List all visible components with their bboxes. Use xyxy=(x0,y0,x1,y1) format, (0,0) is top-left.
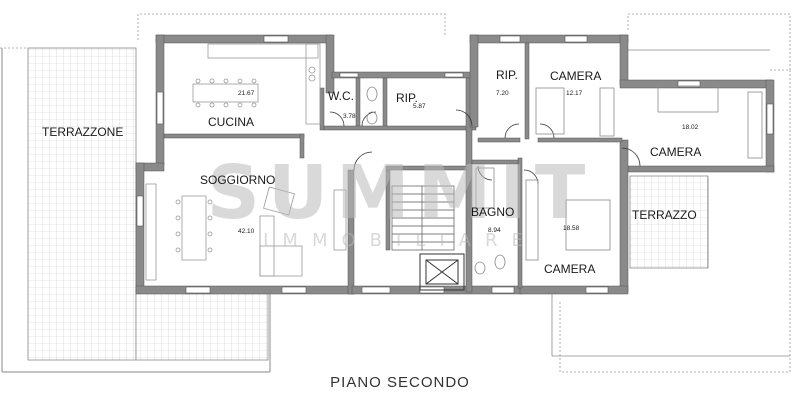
room-area-bagno: 8.94 xyxy=(488,227,501,234)
room-label-soggiorno: SOGGIORNO xyxy=(200,173,275,187)
roof-outline xyxy=(0,13,791,373)
room-label-wc: W.C. xyxy=(328,89,354,103)
terrazzo-terrace xyxy=(629,175,709,269)
elevator xyxy=(419,253,465,291)
stairs xyxy=(391,185,455,251)
living-furniture xyxy=(145,183,347,281)
room-label-bagno: BAGNO xyxy=(471,205,514,219)
floor-caption: PIANO SECONDO xyxy=(330,374,470,391)
room-label-terrazzone: TERRAZZONE xyxy=(42,125,123,139)
room-labels: TERRAZZONE CUCINA 21.67 SOGGIORNO 42.10 … xyxy=(42,68,701,276)
room-label-camera-3: CAMERA xyxy=(544,262,595,276)
room-area-rip-2: 7.20 xyxy=(496,90,509,97)
room-label-camera-2: CAMERA xyxy=(650,145,701,159)
room-area-rip-1: 5.87 xyxy=(413,103,426,110)
room-label-rip-2: RIP. xyxy=(496,68,518,82)
right-lines xyxy=(551,49,790,357)
room-area-camera-2: 18.02 xyxy=(682,124,699,131)
room-area-wc: 3.78 xyxy=(343,113,356,120)
room-label-camera-1: CAMERA xyxy=(550,69,601,83)
kitchen-furniture xyxy=(192,43,321,125)
room-area-camera-3: 18.58 xyxy=(563,225,580,232)
bathroom-fixtures xyxy=(366,86,506,275)
room-area-camera-1: 12.17 xyxy=(566,90,583,97)
room-area-soggiorno: 42.10 xyxy=(238,228,255,235)
bedroom-furniture xyxy=(525,85,763,261)
watermark-tagline: IMMOBILIARE xyxy=(263,230,537,251)
room-area-cucina: 21.67 xyxy=(238,90,255,97)
terrazzone-terrace xyxy=(1,47,271,373)
watermark-brand: SUMMIT xyxy=(207,150,594,236)
room-label-terrazzo: TERRAZZO xyxy=(632,208,697,222)
room-label-rip-1: RIP. xyxy=(396,91,418,105)
room-label-cucina: CUCINA xyxy=(208,115,254,129)
